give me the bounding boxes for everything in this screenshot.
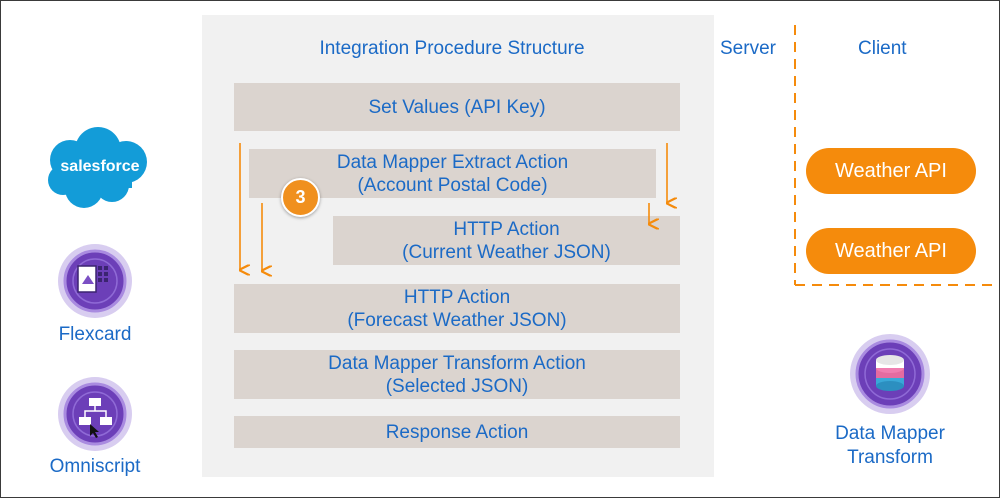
data-mapper-transform-label: Data Mapper Transform: [810, 422, 970, 470]
step-line1: HTTP Action: [403, 286, 511, 308]
step-line2: (Forecast Weather JSON): [347, 309, 567, 331]
salesforce-cloud-icon: [48, 127, 147, 208]
step-line2: (Current Weather JSON): [402, 241, 611, 263]
step-line1: Response Action: [385, 421, 529, 443]
step-http-current-weather: HTTP Action (Current Weather JSON): [333, 216, 680, 265]
flexcard-icon: [58, 244, 132, 318]
step-data-mapper-transform: Data Mapper Transform Action (Selected J…: [234, 350, 680, 399]
data-mapper-transform-icon: [850, 334, 930, 414]
step-number-badge: 3: [281, 178, 320, 217]
data-mapper-label-line1: Data Mapper: [835, 423, 945, 444]
weather-api-pill: Weather API: [806, 228, 976, 274]
step-line1: Data Mapper Extract Action: [336, 151, 569, 173]
step-line1: Data Mapper Transform Action: [328, 352, 586, 374]
client-label: Client: [858, 38, 907, 59]
step-line2: (Selected JSON): [385, 375, 529, 397]
step-line1: Set Values (API Key): [368, 96, 546, 118]
step-response-action: Response Action: [234, 416, 680, 448]
server-label: Server: [720, 38, 776, 59]
salesforce-logo-text: salesforce: [60, 158, 140, 175]
step-http-forecast-weather: HTTP Action (Forecast Weather JSON): [234, 284, 680, 333]
step-data-mapper-extract: Data Mapper Extract Action (Account Post…: [249, 149, 656, 198]
omniscript-label: Omniscript: [49, 456, 141, 477]
omniscript-icon: [58, 377, 132, 451]
flexcard-label: Flexcard: [58, 324, 132, 345]
step-line1: HTTP Action: [453, 218, 560, 240]
data-mapper-label-line2: Transform: [847, 447, 933, 468]
step-set-values: Set Values (API Key): [234, 83, 680, 131]
step-line2: (Account Postal Code): [357, 174, 548, 196]
weather-api-pill: Weather API: [806, 148, 976, 194]
panel-title: Integration Procedure Structure: [319, 38, 585, 59]
